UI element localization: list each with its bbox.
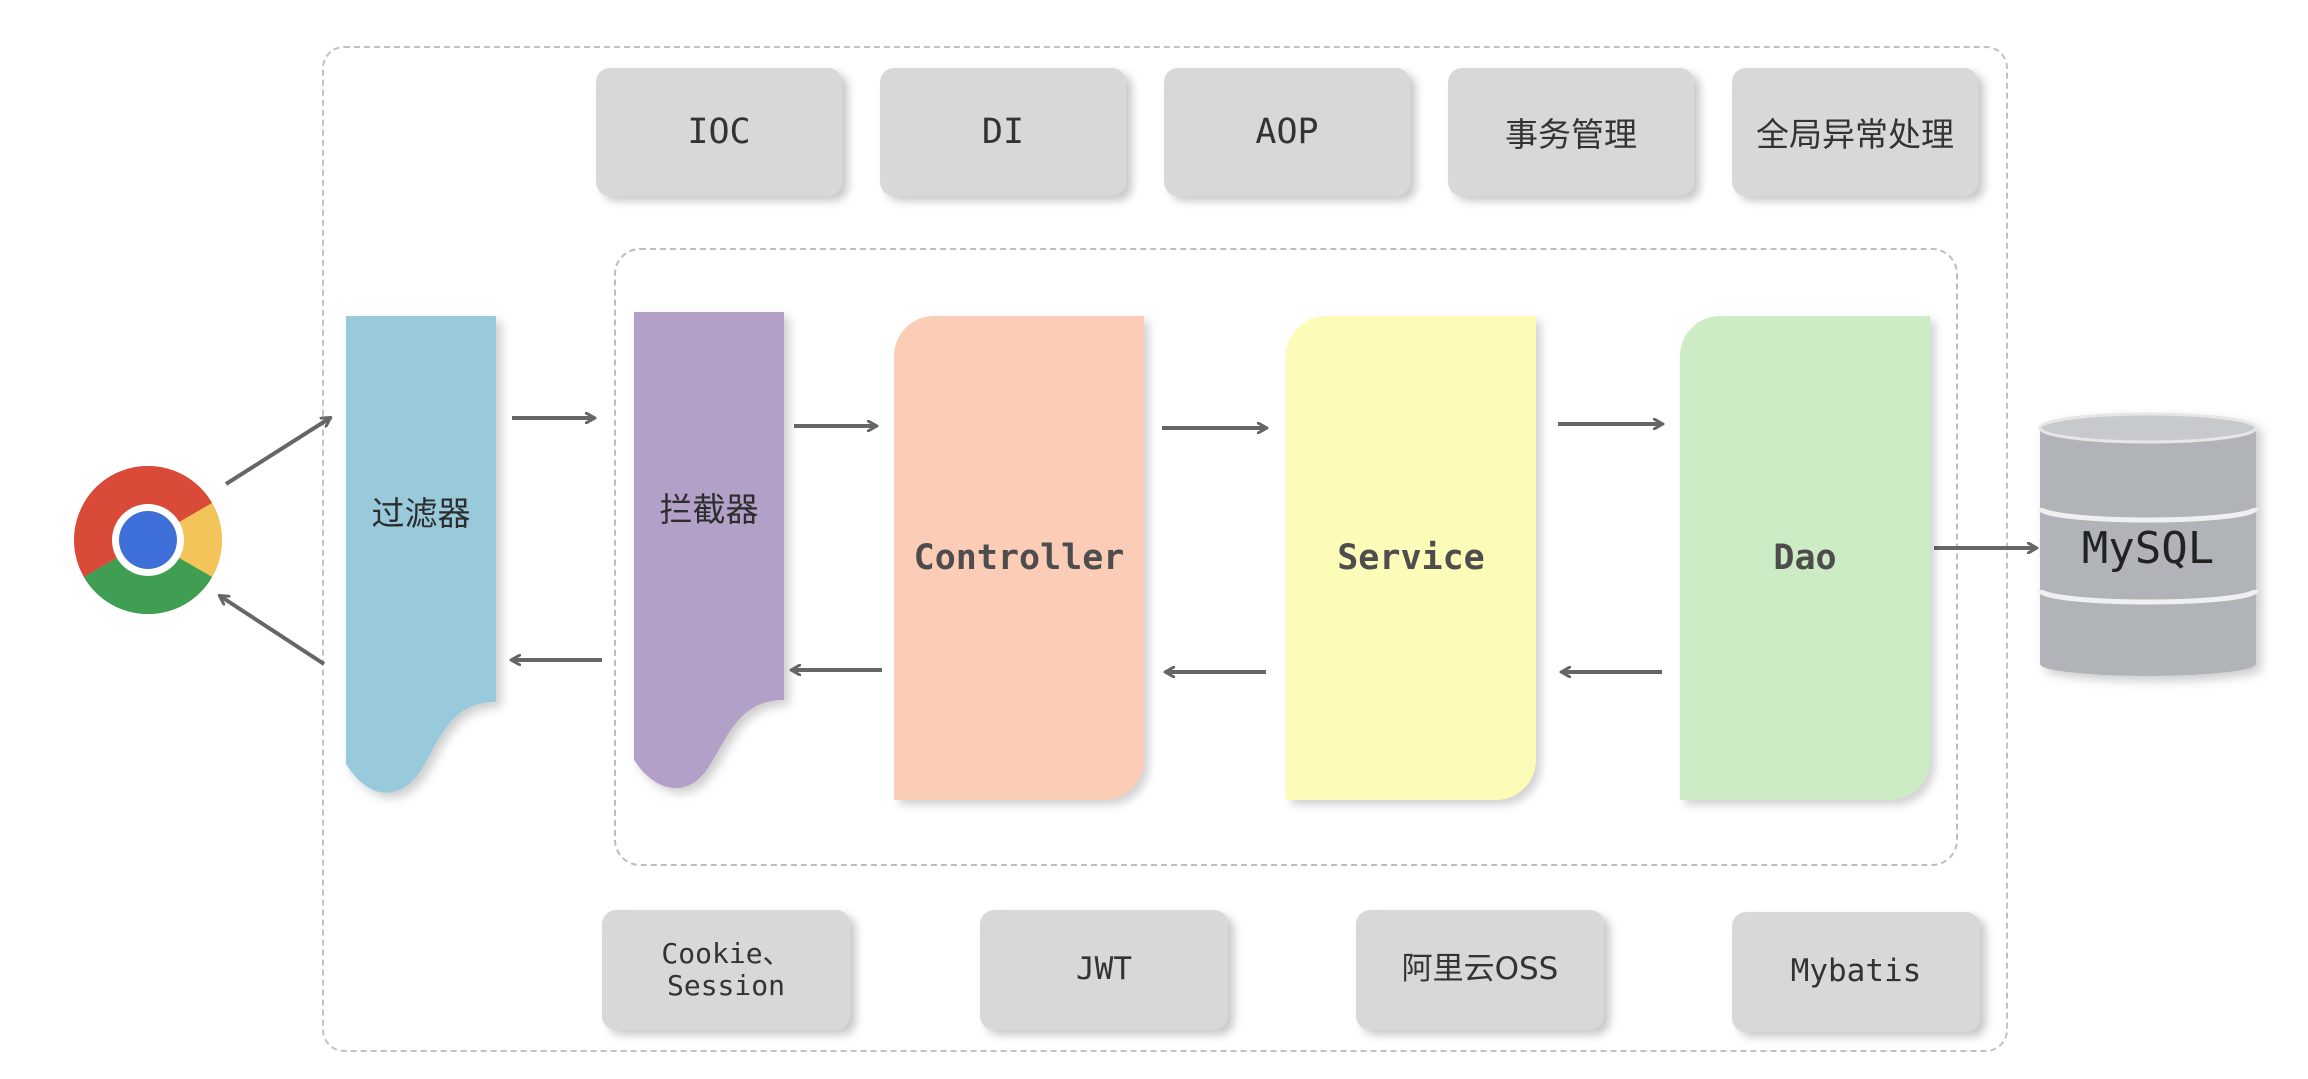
service-label: Service: [1337, 538, 1485, 578]
chrome-browser-icon: [73, 465, 223, 615]
feature-ioc: IOC: [596, 68, 842, 196]
interceptor-label: 拦截器: [659, 490, 759, 529]
core-layers-boundary: [614, 248, 1958, 866]
interceptor-shape: [634, 312, 784, 789]
feature-global-exception-handling: 全局异常处理: [1732, 68, 1978, 196]
tool-jwt: JWT: [980, 910, 1228, 1030]
tool-aliyun-oss: 阿里云OSS: [1356, 910, 1604, 1030]
dao-layer: Dao: [1680, 316, 1930, 800]
arrow-browser-to-filter: [224, 418, 330, 486]
filter-label: 过滤器: [371, 494, 471, 533]
arrow-filter-to-browser: [220, 596, 326, 666]
feature-transaction-management: 事务管理: [1448, 68, 1694, 196]
filter-shape: [346, 316, 496, 793]
feature-aop: AOP: [1164, 68, 1410, 196]
database-label: MySQL: [2081, 522, 2215, 574]
controller-layer: Controller: [894, 316, 1144, 800]
dao-label: Dao: [1773, 538, 1837, 578]
feature-di: DI: [880, 68, 1126, 196]
controller-label: Controller: [913, 538, 1125, 578]
tool-mybatis: Mybatis: [1732, 912, 1980, 1032]
tool-cookie-session: Cookie、 Session: [602, 910, 850, 1030]
database-cylinder-icon: [2037, 412, 2259, 676]
service-layer: Service: [1286, 316, 1536, 800]
